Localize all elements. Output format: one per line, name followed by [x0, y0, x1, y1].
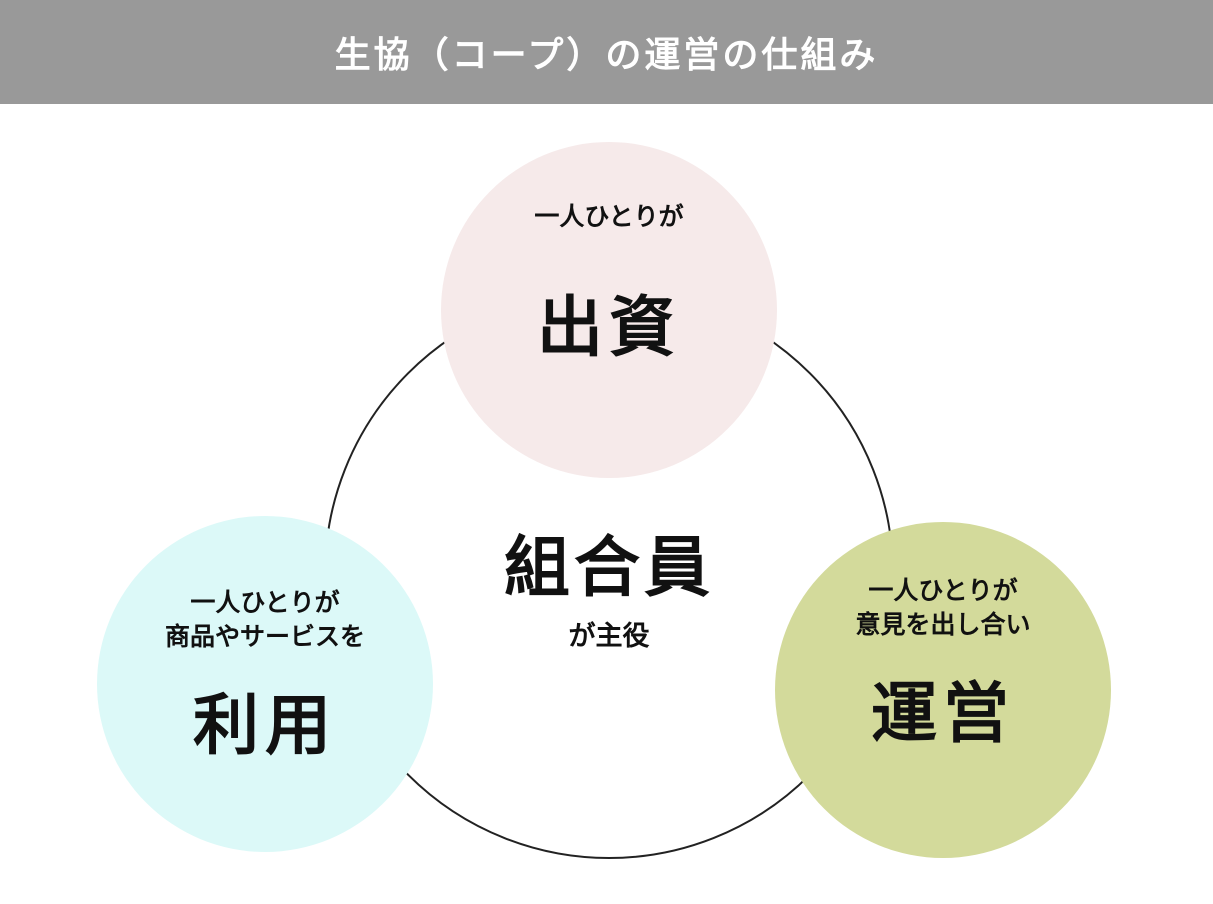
node-invest: 一人ひとりが 出資: [441, 142, 777, 478]
node-manage-line: 意見を出し合い: [855, 610, 1031, 639]
node-use: 一人ひとりが 商品やサービスを 利用: [97, 516, 433, 852]
node-use-line: 商品やサービスを: [164, 622, 365, 651]
center-members: 組合員 が主役: [459, 528, 759, 653]
node-manage-label: 運営: [871, 675, 1015, 752]
node-use-label: 利用: [193, 687, 337, 764]
node-invest-line: 一人ひとりが: [534, 202, 684, 231]
node-use-line: 一人ひとりが: [190, 588, 340, 617]
center-main-label: 組合員: [504, 529, 714, 606]
center-sub-label: が主役: [568, 621, 650, 652]
node-invest-label: 出資: [537, 289, 681, 366]
node-manage: 一人ひとりが 意見を出し合い 運営: [775, 522, 1111, 858]
title-banner: 生協（コープ）の運営の仕組み: [0, 0, 1213, 104]
diagram-title: 生協（コープ）の運営の仕組み: [334, 35, 879, 76]
node-manage-line: 一人ひとりが: [868, 576, 1018, 605]
